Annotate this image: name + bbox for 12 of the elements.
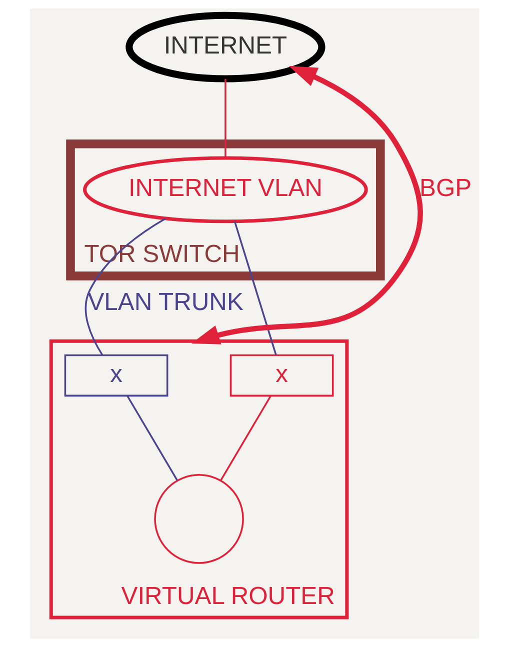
connector bbox=[126, 396, 178, 481]
connector bbox=[220, 396, 271, 481]
node-ellipse: INTERNET VLAN bbox=[82, 156, 368, 224]
connector bbox=[84, 218, 166, 356]
node-ellipse: INTERNET bbox=[125, 12, 325, 82]
edge-label: VLAN TRUNK bbox=[87, 288, 243, 316]
connector bbox=[224, 79, 226, 158]
node-circle bbox=[154, 474, 244, 564]
node-box: x bbox=[64, 354, 168, 397]
edge-label: BGP bbox=[419, 175, 472, 202]
arrow bbox=[190, 66, 422, 344]
node-box: x bbox=[229, 354, 334, 397]
